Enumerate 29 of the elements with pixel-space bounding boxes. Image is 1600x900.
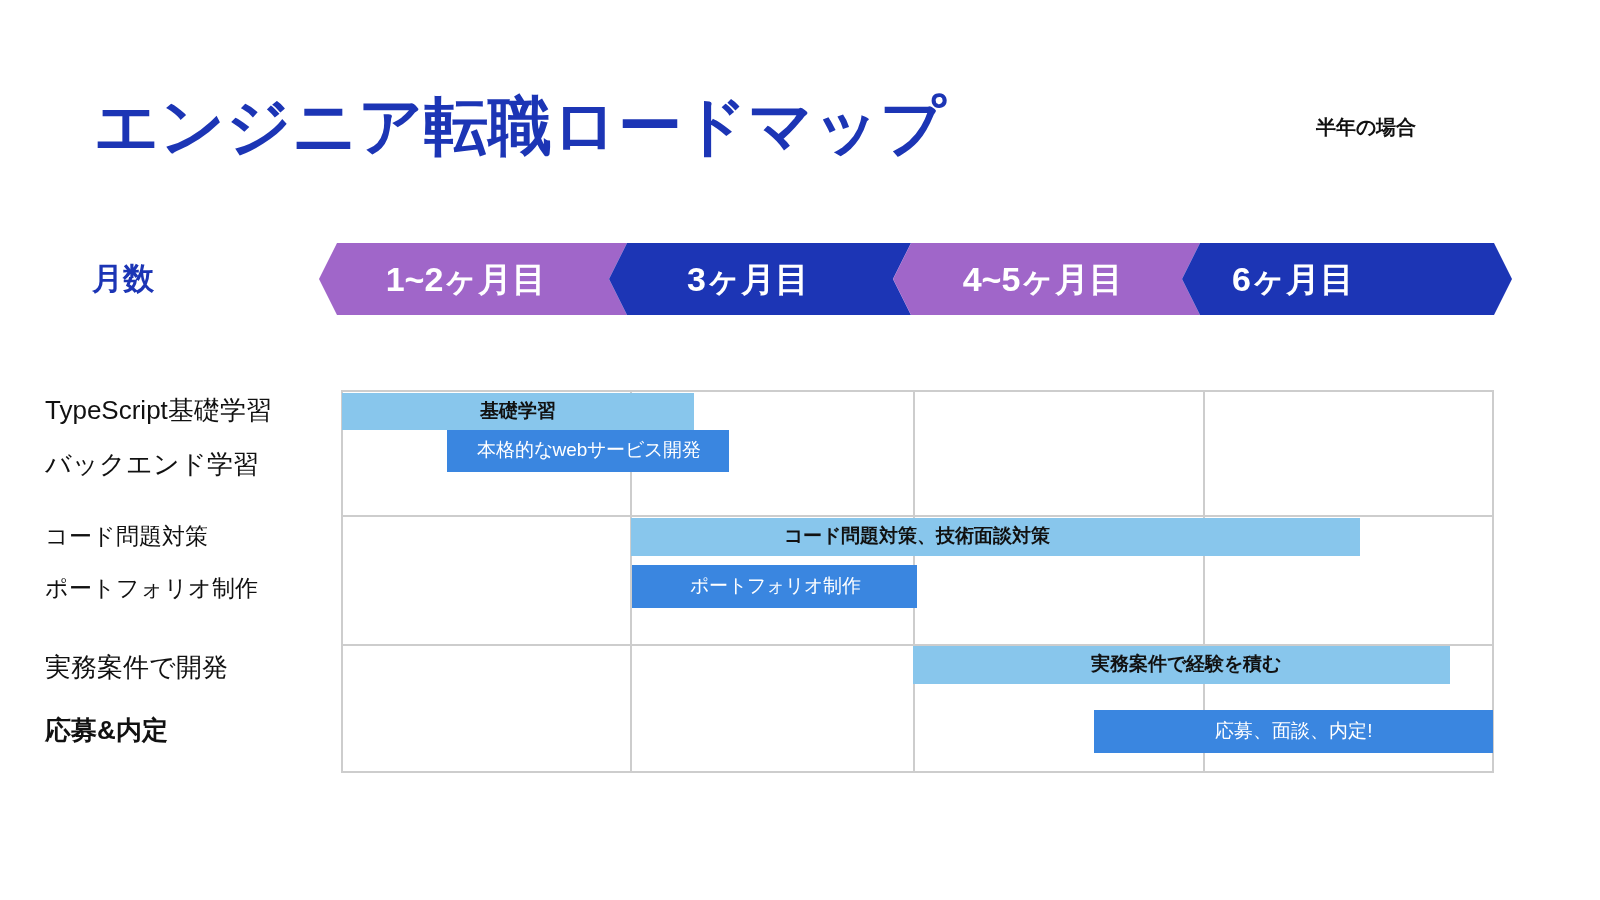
- task-label: 基礎学習: [480, 399, 556, 423]
- row-label: ポートフォリオ制作: [45, 575, 258, 603]
- note-text: 半年の場合: [1316, 115, 1416, 139]
- row-label: TypeScript基礎学習: [45, 395, 272, 427]
- row-label: バックエンド学習: [45, 449, 259, 481]
- task-label: 本格的なwebサービス開発: [476, 439, 702, 462]
- task-bar: [1094, 710, 1493, 753]
- row-label: 応募&内定: [45, 715, 168, 747]
- task-bar: [447, 430, 729, 472]
- chevron-segment: [609, 243, 911, 315]
- row-label: 実務案件で開発: [45, 652, 228, 684]
- task-bar: [632, 565, 917, 608]
- chevron-segment: [319, 243, 627, 315]
- task-label: 実務案件で経験を積む: [1091, 653, 1281, 676]
- title: エンジニア転職ロードマップ: [94, 89, 946, 164]
- task-bar: [631, 518, 1360, 556]
- row-label: コード問題対策: [45, 523, 208, 551]
- task-label: ポートフォリオ制作: [689, 574, 861, 598]
- period-label: 3ヶ月目: [687, 258, 809, 300]
- period-label: 1~2ヶ月目: [385, 258, 547, 300]
- task-bar: [913, 646, 1450, 684]
- task-label: コード問題対策、技術面談対策: [784, 525, 1050, 548]
- task-label: 応募、面談、内定!: [1215, 719, 1373, 743]
- axis-label: 月数: [92, 260, 154, 298]
- chevron-segment: [1182, 243, 1512, 315]
- task-bar: [342, 393, 694, 430]
- period-label: 4~5ヶ月目: [962, 258, 1124, 300]
- chevron-segment: [893, 243, 1200, 315]
- period-label: 6ヶ月目: [1232, 258, 1354, 300]
